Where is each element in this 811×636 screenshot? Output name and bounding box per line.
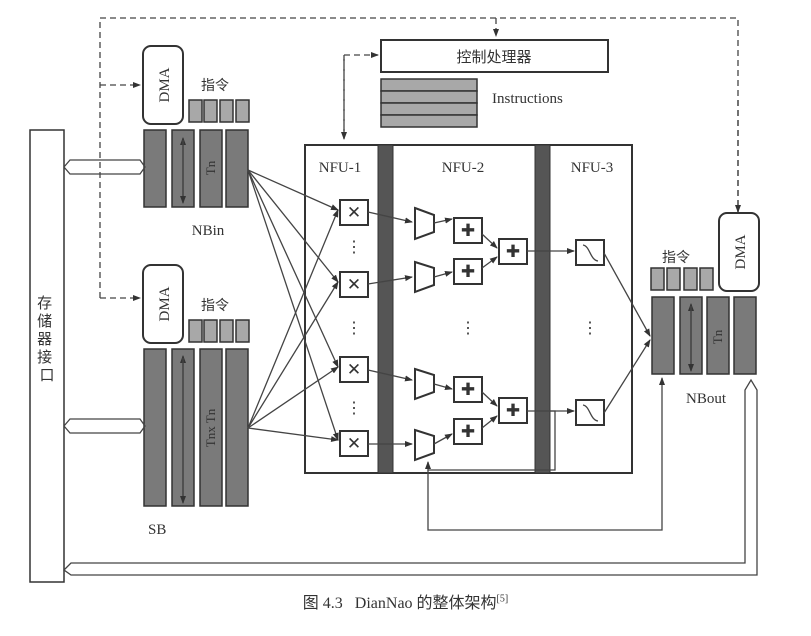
sigmoid-unit bbox=[575, 239, 605, 266]
adder: ✚ bbox=[453, 418, 483, 445]
fanout-lines bbox=[247, 169, 339, 443]
svg-text:✕: ✕ bbox=[347, 434, 361, 454]
nbin-label: NBin bbox=[192, 223, 225, 239]
nbin-bus bbox=[63, 159, 146, 175]
adder: ✚ bbox=[453, 258, 483, 285]
svg-text:✕: ✕ bbox=[347, 275, 361, 295]
ellipsis: ⋮ bbox=[460, 320, 476, 337]
memory-interface-label: 存 储 器 接 口 bbox=[37, 294, 57, 384]
nfu-1-multipliers: ✕ ✕ ✕ ✕ ⋮ ⋮ ⋮ bbox=[339, 199, 369, 457]
nbout-dma bbox=[718, 212, 760, 292]
multiplier: ✕ bbox=[339, 199, 369, 226]
sb-instr-label: 指令 bbox=[201, 298, 229, 314]
svg-text:✚: ✚ bbox=[506, 401, 520, 421]
nbout-dim-label: Tn bbox=[710, 329, 725, 344]
pipeline-register-2 bbox=[534, 144, 551, 474]
svg-text:✚: ✚ bbox=[461, 380, 475, 400]
nfu-2-label: NFU-2 bbox=[442, 160, 485, 176]
adder: ✚ bbox=[453, 376, 483, 403]
nfu-3-activation: ⋮ bbox=[527, 239, 651, 426]
nbin-instr-label: 指令 bbox=[201, 78, 229, 94]
svg-text:✚: ✚ bbox=[461, 221, 475, 241]
sb-dma-label: DMA bbox=[157, 286, 173, 321]
sigmoid-unit bbox=[575, 399, 605, 426]
sb-dma bbox=[142, 264, 184, 344]
svg-text:✚: ✚ bbox=[461, 422, 475, 442]
nbout-bus bbox=[62, 378, 758, 576]
memory-interface: 存 储 器 接 口 bbox=[29, 129, 65, 583]
nbout-buffer: DMA 指令 Tn NBout bbox=[650, 212, 760, 407]
caption-ref: [5] bbox=[496, 593, 509, 605]
control-dashed-lines bbox=[99, 17, 741, 301]
nbin-dim-label: Tn bbox=[203, 160, 218, 175]
svg-text:✚: ✚ bbox=[506, 242, 520, 262]
control-processor-label: 控制处理器 bbox=[456, 48, 531, 66]
nbout-dma-label: DMA bbox=[733, 234, 749, 269]
multiplier: ✕ bbox=[339, 271, 369, 298]
svg-text:✕: ✕ bbox=[347, 360, 361, 380]
multiplier: ✕ bbox=[339, 430, 369, 457]
feedback-lines bbox=[425, 377, 665, 531]
ellipsis: ⋮ bbox=[582, 320, 598, 337]
sb-buffer: DMA 指令 Tnx Tn SB bbox=[142, 264, 250, 538]
figure-caption: 图 4.3 DianNao 的整体架构[5] bbox=[0, 589, 811, 613]
sb-bus bbox=[63, 418, 146, 434]
caption-prefix: 图 4.3 bbox=[302, 595, 343, 612]
ellipsis: ⋮ bbox=[346, 320, 362, 337]
adder: ✚ bbox=[498, 238, 528, 265]
adder: ✚ bbox=[453, 217, 483, 244]
sb-label: SB bbox=[148, 522, 166, 538]
mux bbox=[414, 428, 435, 462]
nbin-dma-label: DMA bbox=[157, 67, 173, 102]
nbin-buffer: DMA 指令 Tn NBin bbox=[142, 45, 250, 239]
adder: ✚ bbox=[498, 397, 528, 424]
nfu-3-label: NFU-3 bbox=[571, 160, 614, 176]
nfu-2-adder-tree: ✚ ✚ ✚ ✚ ✚ ✚ ⋮ bbox=[367, 206, 528, 462]
multiplier: ✕ bbox=[339, 356, 369, 383]
mux bbox=[414, 206, 435, 241]
svg-text:✕: ✕ bbox=[347, 203, 361, 223]
instruction-queue: Instructions bbox=[380, 78, 563, 128]
pipeline-register-1 bbox=[377, 144, 394, 474]
nbin-dma bbox=[142, 45, 184, 125]
ellipsis: ⋮ bbox=[346, 239, 362, 256]
nfu-1-label: NFU-1 bbox=[319, 160, 362, 176]
mux bbox=[414, 260, 435, 294]
mux bbox=[414, 367, 435, 401]
nbout-instr-label: 指令 bbox=[662, 250, 690, 266]
sb-dim-label: Tnx Tn bbox=[203, 408, 218, 447]
ellipsis: ⋮ bbox=[346, 400, 362, 417]
nbout-label: NBout bbox=[686, 391, 727, 407]
control-processor: 控制处理器 bbox=[380, 39, 609, 73]
instructions-label: Instructions bbox=[492, 91, 563, 107]
caption-text: DianNao 的整体架构 bbox=[354, 595, 497, 612]
svg-text:✚: ✚ bbox=[461, 262, 475, 282]
